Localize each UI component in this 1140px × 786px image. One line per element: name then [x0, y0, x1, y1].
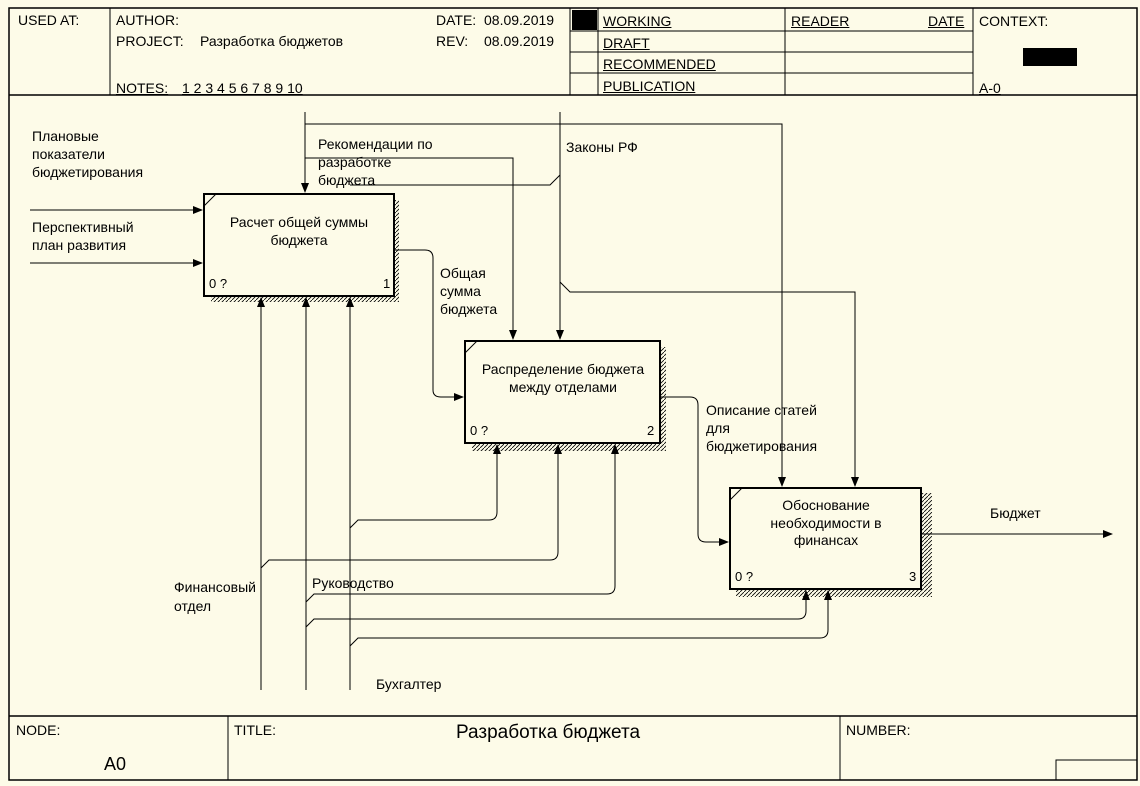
- node-value: A0: [104, 754, 127, 774]
- box-2-title: Распределение бюджета между отделами: [481, 361, 645, 395]
- box-1-cost: 0 ?: [209, 276, 228, 291]
- box-3-title: Обоснование необходимости в финансах: [770, 497, 882, 548]
- arrow-recommendations-box3: [305, 123, 786, 487]
- arrow-recommendations-box2: [305, 157, 517, 340]
- arrow-laws-left: [350, 174, 561, 186]
- used-at-label: USED AT:: [18, 12, 80, 28]
- author-label: AUTHOR:: [116, 12, 179, 28]
- rev-label: REV:: [436, 33, 469, 49]
- label-accountant: Бухгалтер: [376, 676, 442, 692]
- label-planned: Плановые показатели бюджетирования: [32, 128, 144, 181]
- status-working: WORKING: [603, 13, 672, 29]
- arrow-accountant-box2: [349, 444, 501, 529]
- arrow-finance-box2: [260, 444, 562, 569]
- reader-date-label: DATE: [928, 13, 965, 29]
- label-budget: Бюджет: [990, 505, 1041, 521]
- arrow-description: [660, 396, 729, 546]
- context-node: A-0: [979, 80, 1001, 96]
- box-2-number: 2: [647, 423, 655, 438]
- project-value: Разработка бюджетов: [200, 33, 344, 49]
- project-label: PROJECT:: [116, 33, 184, 49]
- status-publication: PUBLICATION: [603, 78, 696, 94]
- label-management: Руководство: [312, 575, 394, 591]
- status-draft: DRAFT: [603, 35, 650, 51]
- status-recommended: RECOMMENDED: [603, 56, 716, 72]
- box-1: [203, 193, 395, 297]
- title-value: Разработка бюджета: [456, 722, 641, 743]
- context-marker: [1023, 48, 1077, 66]
- box-1-number: 1: [383, 276, 391, 291]
- label-perspective: Перспективный план развития: [32, 219, 134, 254]
- label-description: Описание статей для бюджетирования: [706, 402, 818, 455]
- rev-value: 08.09.2019: [484, 33, 555, 49]
- outer-frame: [8, 7, 1138, 781]
- context-label: CONTEXT:: [979, 13, 1049, 29]
- box-3: [729, 487, 922, 590]
- arrow-total: [394, 249, 464, 401]
- label-total: Общая сумма бюджета: [440, 265, 498, 318]
- arrow-management-box3: [305, 590, 810, 628]
- working-status-marker: [572, 10, 597, 30]
- title-label: TITLE:: [234, 722, 277, 738]
- box-3-cost: 0 ?: [735, 569, 754, 584]
- number-label: NUMBER:: [846, 722, 911, 738]
- date-value: 08.09.2019: [484, 12, 555, 28]
- box-1-title: Расчет общей суммы бюджета: [229, 214, 369, 248]
- label-recommendations: Рекомендации по разработке бюджета: [318, 136, 433, 189]
- label-finance: Финансовый отдел: [174, 579, 256, 614]
- date-label: DATE:: [436, 12, 477, 28]
- box-2-cost: 0 ?: [470, 423, 489, 438]
- arrow-laws-box3: [559, 281, 859, 487]
- node-label: NODE:: [16, 722, 61, 738]
- arrow-management-box2: [305, 444, 619, 603]
- arrow-accountant-box3: [349, 590, 832, 647]
- box-2: [464, 340, 661, 444]
- notes-values: 1 2 3 4 5 6 7 8 9 10: [182, 80, 303, 96]
- notes-label: NOTES:: [116, 80, 169, 96]
- reader-label: READER: [791, 13, 850, 29]
- label-laws: Законы РФ: [566, 139, 638, 155]
- box-3-number: 3: [909, 569, 917, 584]
